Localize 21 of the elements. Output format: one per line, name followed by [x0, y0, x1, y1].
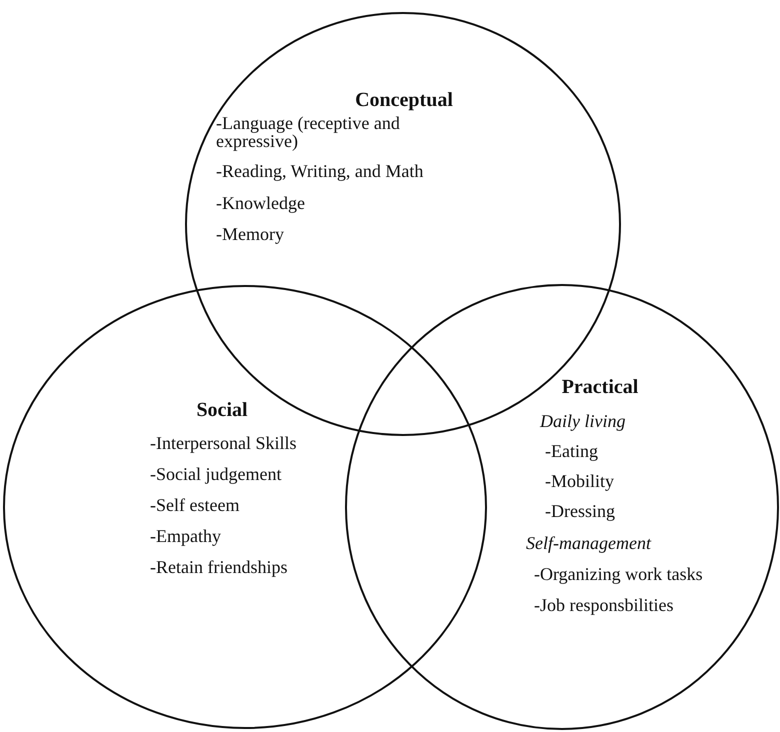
section-heading: Conceptual — [355, 90, 453, 110]
section-heading: Social — [196, 400, 248, 420]
list-item: -Empathy — [150, 527, 221, 545]
list-item: -Self esteem — [150, 496, 240, 514]
list-item: -Mobility — [545, 472, 614, 490]
subheading: Daily living — [540, 412, 626, 430]
list-item: -Social judgement — [150, 465, 282, 483]
list-item: -Job responsbilities — [534, 596, 674, 614]
list-item: -Dressing — [545, 502, 615, 520]
list-item: -Reading, Writing, and Math — [216, 162, 424, 180]
list-item: -Organizing work tasks — [534, 565, 703, 583]
venn-circle — [3, 285, 487, 729]
subheading: Self-management — [526, 534, 651, 552]
list-item: -Interpersonal Skills — [150, 434, 296, 452]
list-item: -Knowledge — [216, 194, 305, 212]
section-heading: Practical — [562, 377, 638, 397]
venn-circle — [345, 284, 779, 730]
list-item: -Language (receptive and expressive) — [216, 114, 401, 150]
list-item: -Eating — [545, 442, 598, 460]
list-item: -Memory — [216, 225, 284, 243]
list-item: -Retain friendships — [150, 558, 288, 576]
